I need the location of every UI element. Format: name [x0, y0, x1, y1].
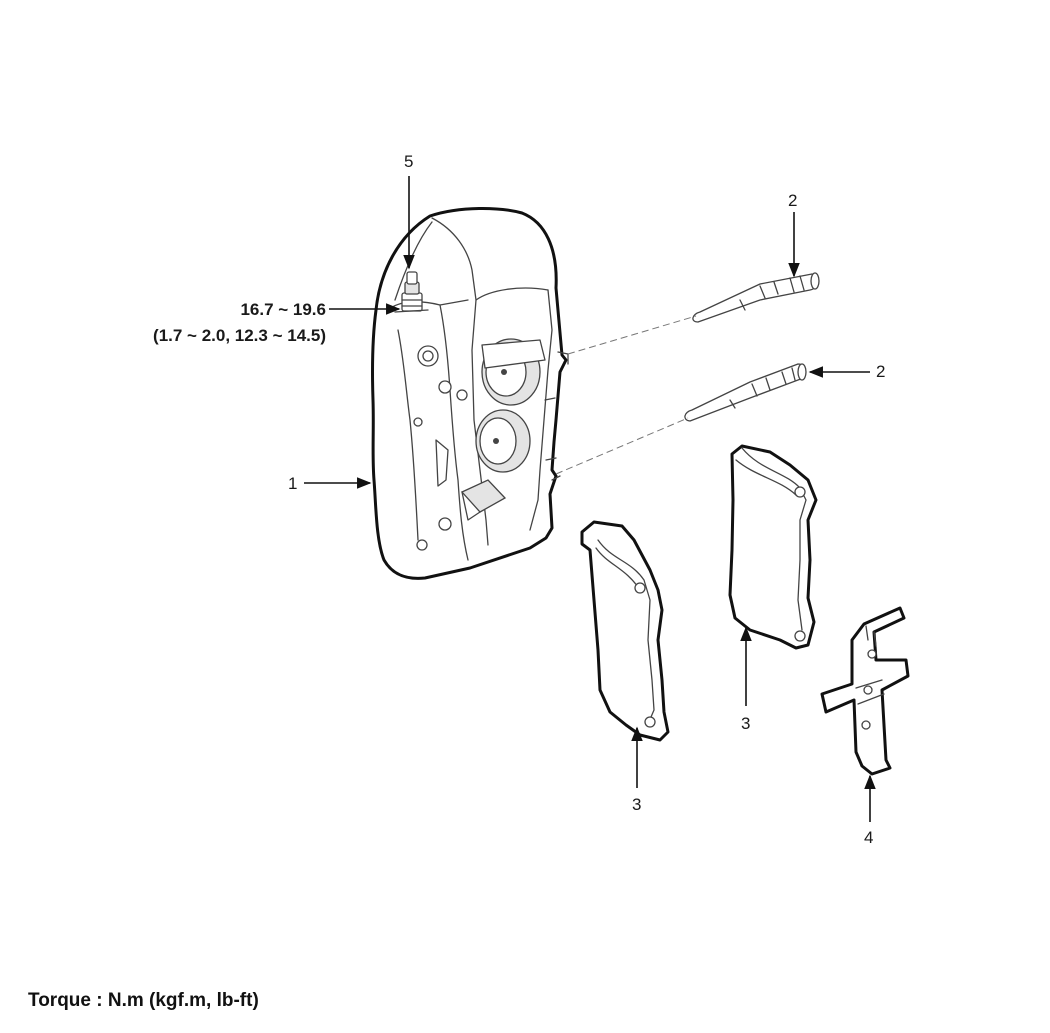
callout-label-4: 4 — [864, 828, 873, 847]
piston-lower — [475, 409, 531, 473]
callout-label-1: 1 — [288, 474, 297, 493]
torque-value-nm: 16.7 ~ 19.6 — [240, 300, 326, 319]
torque-unit-note: Torque : N.m (kgf.m, lb-ft) — [28, 990, 259, 1011]
brake-pad-right — [728, 444, 818, 650]
brake-pad-left — [580, 520, 670, 742]
anti-rattle-spring — [820, 606, 910, 776]
callout-label-3-left: 3 — [632, 795, 641, 814]
leader-lines — [304, 176, 876, 822]
callout-label-2-upper: 2 — [788, 191, 797, 210]
callout-label-2-lower: 2 — [876, 362, 885, 381]
guide-pin-upper — [692, 272, 820, 323]
torque-value-alt-units: (1.7 ~ 2.0, 12.3 ~ 14.5) — [153, 326, 326, 345]
guide-pin-lower — [684, 363, 807, 422]
callout-label-3-right: 3 — [741, 714, 750, 733]
callout-label-5: 5 — [404, 152, 413, 171]
caliper-body — [370, 207, 569, 580]
bleeder-screw — [394, 271, 429, 313]
